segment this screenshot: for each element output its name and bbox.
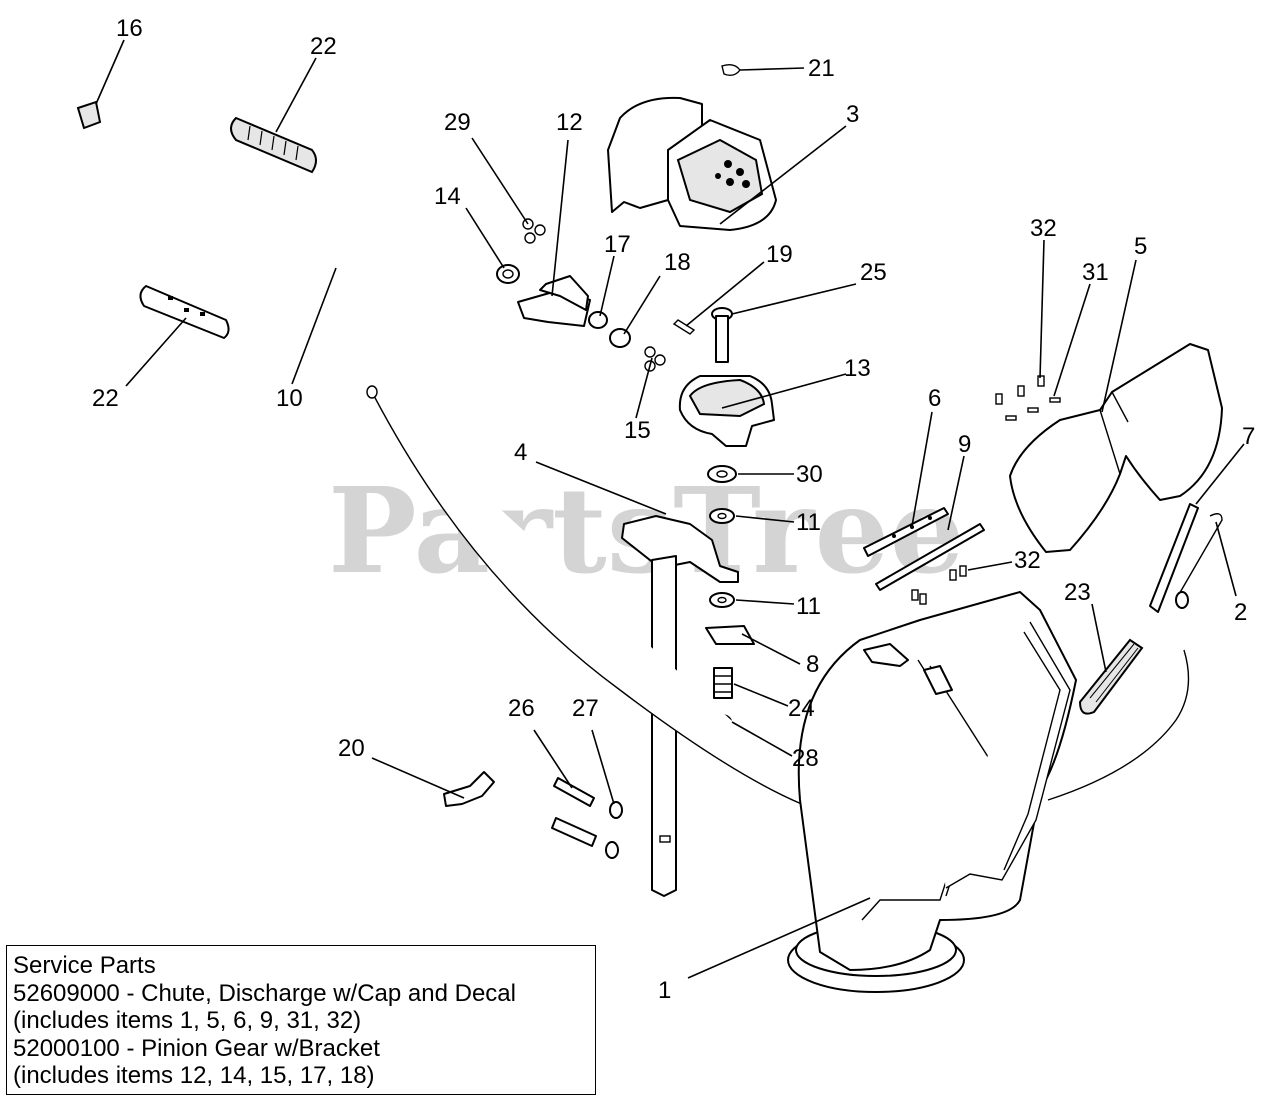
callout-30: 30 [796, 461, 823, 488]
service-parts-line-3: 52000100 - Pinion Gear w/Bracket [13, 1034, 380, 1062]
callout-19: 19 [766, 241, 793, 268]
callout-4: 4 [514, 439, 527, 466]
part-discharge-chute-1 [787, 591, 1077, 993]
callout-17: 17 [604, 231, 631, 258]
part-rod-cap [76, 100, 102, 130]
part-crank-rod [106, 122, 598, 426]
part-washer-18 [609, 328, 631, 348]
part-screws-32a [995, 375, 1045, 405]
callout-5: 5 [1134, 233, 1147, 260]
callout-7: 7 [1242, 423, 1255, 450]
service-parts-line-1: 52609000 - Chute, Discharge w/Cap and De… [13, 979, 516, 1007]
part-pin-26a [553, 777, 595, 807]
callout-11-lower: 11 [796, 593, 821, 620]
callout-15: 15 [624, 417, 651, 444]
part-deflector-6 [863, 507, 949, 557]
part-gear-13 [678, 375, 775, 447]
callout-14: 14 [434, 183, 461, 210]
callout-32-lower: 32 [1014, 547, 1041, 574]
leader-lines [95, 39, 1245, 979]
callout-1: 1 [658, 977, 671, 1004]
part-deflector-plate-9 [875, 523, 985, 591]
callout-18: 18 [664, 249, 691, 276]
part-bracket-12 [517, 275, 591, 327]
part-screws-15 [644, 346, 666, 372]
callout-3: 3 [846, 101, 859, 128]
callout-16: 16 [116, 15, 143, 42]
part-washer-11a [709, 508, 735, 524]
callout-22-top: 22 [310, 33, 337, 60]
callout-8: 8 [806, 651, 819, 678]
part-chute-deflector-5 [1009, 343, 1223, 553]
service-parts-line-2: (includes items 1, 5, 6, 9, 31, 32) [13, 1007, 362, 1034]
part-spring-24 [713, 667, 733, 699]
service-parts-heading: Service Parts [13, 952, 156, 979]
callout-24: 24 [788, 695, 815, 722]
part-hand-grip-lower [139, 285, 230, 339]
callout-11-upper: 11 [796, 509, 821, 536]
service-parts-line-4: (includes items 12, 14, 15, 17, 18) [13, 1062, 375, 1089]
part-clip-21 [721, 63, 741, 77]
callout-9: 9 [958, 431, 971, 458]
part-clip-20 [443, 771, 495, 807]
callout-22-lower: 22 [92, 385, 119, 412]
part-washer-30 [707, 465, 737, 483]
part-pin-19 [672, 319, 696, 335]
callout-26: 26 [508, 695, 535, 722]
part-plate-8 [705, 625, 755, 645]
part-hand-grip-top [230, 116, 317, 174]
part-bushing-14 [496, 264, 520, 284]
callout-13: 13 [844, 355, 871, 382]
callout-23: 23 [1064, 579, 1091, 606]
part-chute-cap [607, 96, 777, 231]
part-support-bracket-4 [621, 515, 739, 897]
part-washer-11b [709, 592, 735, 608]
part-pin-26b [551, 817, 597, 847]
callout-20: 20 [338, 735, 365, 762]
callout-12: 12 [556, 109, 583, 136]
callout-29: 29 [444, 109, 471, 136]
callout-labels: 16 22 21 3 29 12 14 17 18 19 25 32 31 5 … [92, 15, 1255, 1004]
callout-31: 31 [1082, 259, 1109, 286]
callout-2: 2 [1234, 599, 1247, 626]
part-cable-end-7 [1149, 503, 1199, 613]
part-shaft-25 [711, 307, 733, 363]
callout-27: 27 [572, 695, 599, 722]
part-nuts-31 [1005, 397, 1061, 421]
callout-25: 25 [860, 259, 887, 286]
part-bushing-17 [588, 311, 608, 329]
part-decal-23 [1078, 638, 1144, 715]
part-clip-2 [1175, 513, 1223, 609]
callout-28: 28 [792, 745, 819, 772]
callout-6: 6 [928, 385, 941, 412]
service-parts-box: Service Parts 52609000 - Chute, Discharg… [6, 945, 596, 1095]
callout-10: 10 [276, 385, 303, 412]
callout-32-top: 32 [1030, 215, 1057, 242]
callout-21: 21 [808, 55, 835, 82]
part-screws-32b [911, 565, 967, 605]
part-cable [366, 385, 1190, 817]
part-clip-27 [605, 801, 623, 859]
